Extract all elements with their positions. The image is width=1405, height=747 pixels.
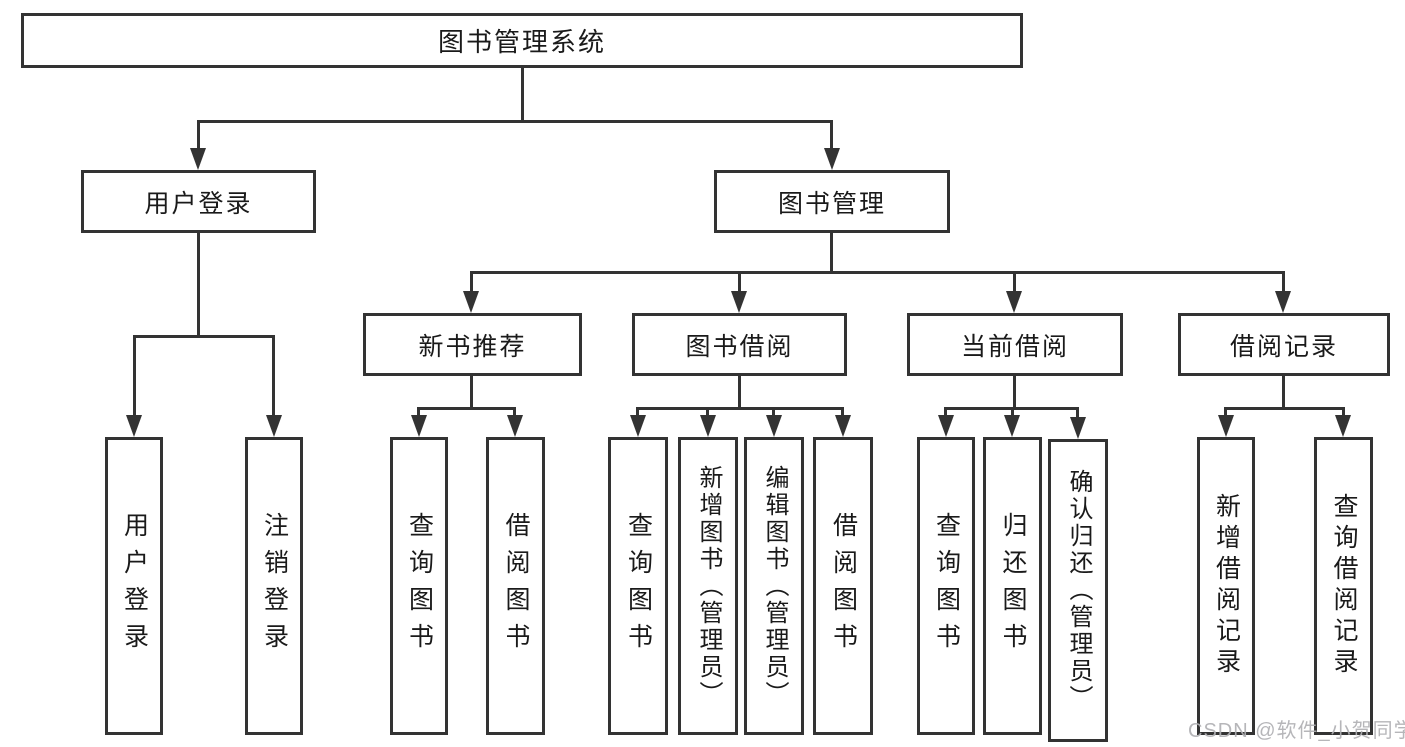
csdn-watermark: CSDN @软件_小贺同学 [1188,720,1405,742]
leaf-edit-books-admin: 编辑图书（管理员） [744,437,804,735]
leaf-user-login: 用户登录 [105,437,163,735]
leaf-logout: 注销登录 [245,437,303,735]
connector-line [1013,271,1016,293]
node-new-book-recommend: 新书推荐 [363,313,582,376]
arrowhead-icon [507,415,523,437]
leaf-query-books: 查询图书 [390,437,448,735]
leaf-query-borrow-record: 查询借阅记录 [1314,437,1373,735]
node-current-borrow: 当前借阅 [907,313,1123,376]
connector-line [830,120,833,150]
leaf-borrow-books: 借阅图书 [486,437,545,735]
arrowhead-icon [700,415,716,437]
arrowhead-icon [126,415,142,437]
arrowhead-icon [630,415,646,437]
connector-line [830,233,833,271]
leaf-add-borrow-record: 新增借阅记录 [1197,437,1255,735]
arrowhead-icon [1218,415,1234,437]
connector-line [1342,407,1345,417]
connector-line [1011,407,1014,417]
connector-line [738,376,741,407]
connector-line [636,407,843,410]
arrowhead-icon [190,148,206,170]
node-user-login: 用户登录 [81,170,316,233]
connector-line [133,335,136,417]
leaf-return-books: 归还图书 [983,437,1042,735]
connector-line [772,407,775,417]
arrowhead-icon [1335,415,1351,437]
connector-line [1224,407,1227,417]
connector-line [197,120,833,123]
connector-line [1076,407,1079,419]
arrowhead-icon [1275,291,1291,313]
connector-line [841,407,844,417]
leaf-add-books-admin: 新增图书（管理员） [678,437,738,735]
leaf-confirm-return-admin: 确认归还（管理员） [1048,439,1108,742]
node-book-borrow: 图书借阅 [632,313,847,376]
connector-line [197,233,200,335]
connector-line [1013,376,1016,407]
connector-line [1224,407,1344,410]
arrowhead-icon [766,415,782,437]
arrowhead-icon [1006,291,1022,313]
arrowhead-icon [938,415,954,437]
arrowhead-icon [1070,417,1086,439]
leaf-borrow-books: 借阅图书 [813,437,873,735]
leaf-query-books: 查询图书 [608,437,668,735]
connector-line [470,271,1285,274]
arrowhead-icon [411,415,427,437]
arrowhead-icon [835,415,851,437]
connector-line [197,120,200,150]
connector-line [133,335,274,338]
connector-line [944,407,947,417]
arrowhead-icon [463,291,479,313]
connector-line [470,271,473,293]
connector-line [1282,271,1285,293]
connector-line [272,335,275,417]
arrowhead-icon [1004,415,1020,437]
arrowhead-icon [731,291,747,313]
node-borrow-records: 借阅记录 [1178,313,1390,376]
node-book-management: 图书管理 [714,170,950,233]
node-library-management-system: 图书管理系统 [21,13,1023,68]
connector-line [636,407,639,417]
connector-line [513,407,516,417]
connector-line [470,376,473,407]
connector-line [738,271,741,293]
connector-line [521,68,524,120]
connector-line [1282,376,1285,407]
arrowhead-icon [266,415,282,437]
connector-line [417,407,515,410]
connector-line [417,407,420,417]
leaf-query-books: 查询图书 [917,437,975,735]
connector-line [706,407,709,417]
arrowhead-icon [824,148,840,170]
